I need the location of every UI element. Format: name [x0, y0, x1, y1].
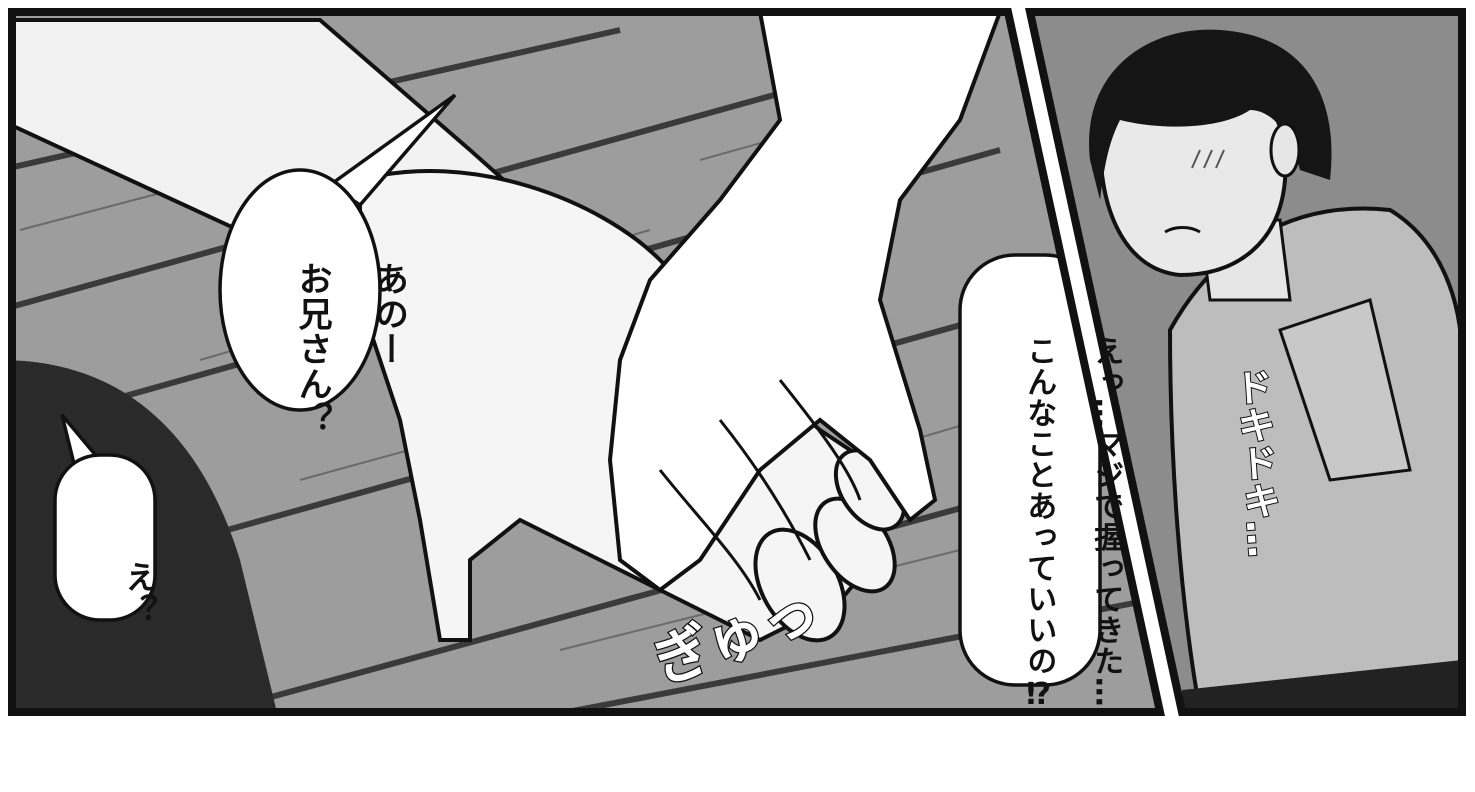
- boy-blush: [1191, 149, 1225, 169]
- upper-hand-finger-lines: [658, 379, 862, 601]
- bubble-text-e: え？: [85, 512, 192, 627]
- bubble-text-etto-maji: えっ…マジで握ってきた… こんなことあっていいの⁉: [988, 290, 1156, 713]
- boy-mouth: [1164, 226, 1201, 234]
- speech-bubble-maji: [958, 253, 1102, 687]
- panel-borders: [8, 7, 1466, 716]
- manga-artwork: [8, 7, 1466, 716]
- manga-page: あのー お兄さん？ え？ えっ…マジで握ってきた… こんなことあっていいの⁉ ぎ…: [8, 7, 1466, 716]
- speech-bubble-ano: [218, 93, 457, 412]
- boy-ear: [1269, 122, 1301, 178]
- boy-hair: [1089, 29, 1332, 200]
- left-panel-art: [12, 12, 1160, 712]
- sfx-gyu-text: ぎゅっ: [642, 573, 830, 698]
- bubble-line-2: こんなことあっていいの⁉: [1021, 335, 1057, 713]
- boy-sleeve: [1278, 298, 1412, 482]
- boy-pants: [1182, 660, 1462, 712]
- bubble-line-1: えっ…マジで握ってきた…: [1088, 335, 1124, 708]
- speech-bubble-e: [53, 413, 157, 622]
- bubble-line-2: お兄さん？: [292, 261, 333, 437]
- sfx-dokidoki: ドキドキ…: [1175, 310, 1329, 560]
- bubble-text-ano-oniisan: あのー お兄さん？: [255, 210, 445, 436]
- bubble-line-1: あのー: [368, 261, 409, 367]
- upper-hand: [607, 12, 1003, 593]
- right-panel-art: [1030, 12, 1462, 712]
- bubble-line-1: え？: [120, 560, 159, 627]
